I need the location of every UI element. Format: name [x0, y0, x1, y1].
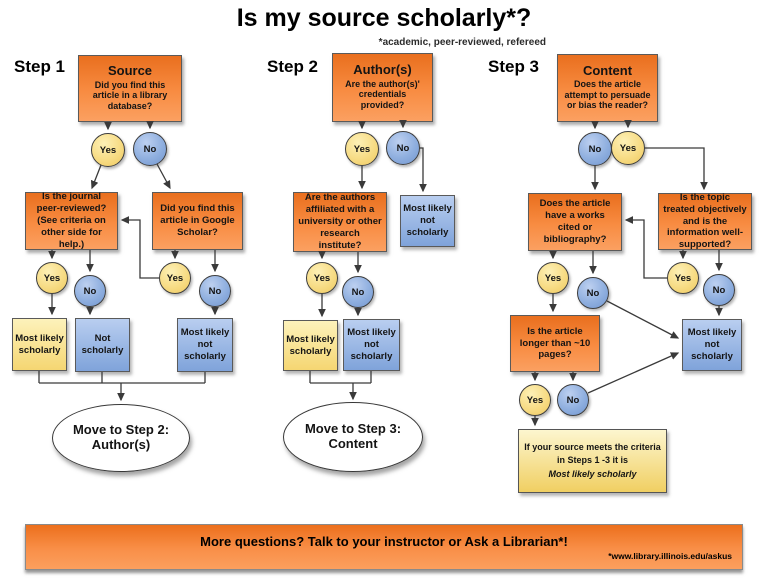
step1-journal-question: Is the journal peer-reviewed? (See crite…: [36, 191, 107, 250]
step3-length-question: Is the article longer than ~10 pages?: [519, 325, 591, 361]
move-line1: Move to Step 3:: [304, 421, 402, 437]
step2-authors-box: Author(s) Are the author(s)' credentials…: [332, 53, 433, 122]
no-label: No: [712, 284, 726, 296]
page-title: Is my source scholarly*?: [236, 4, 532, 32]
step3-objective-box: Is the topic treated objectively and is …: [658, 191, 752, 251]
step2-result-likely-not-scholarly: Most likely not scholarly: [400, 195, 455, 247]
step3-bibliography-question: Does the article have a works cited or b…: [539, 198, 611, 245]
step3-final-note: If your source meets the criteria in Ste…: [518, 429, 667, 493]
step3-bibliography-no-circle: No: [577, 277, 609, 309]
step1-scholar-box: Did you find this article in Google Scho…: [152, 192, 243, 250]
step3-objective-yes-circle: Yes: [667, 262, 699, 294]
step1-yes-circle: Yes: [91, 133, 125, 167]
footer-banner: More questions? Talk to your instructor …: [25, 524, 743, 570]
step1-result-likely-not-scholarly: Most likely not scholarly: [177, 318, 233, 372]
yes-label: Yes: [99, 144, 117, 156]
step2-label: Step 2: [267, 57, 319, 76]
step2-move-ellipse: Move to Step 3: Content: [283, 402, 423, 472]
move-line2: Content: [328, 436, 378, 451]
yes-label: Yes: [166, 272, 184, 284]
no-label: No: [208, 285, 222, 297]
step3-objective-question: Is the topic treated objectively and is …: [663, 191, 747, 251]
step2-result-likely-scholarly: Most likely scholarly: [283, 320, 338, 371]
step1-journal-yes-circle: Yes: [36, 262, 68, 294]
banner-url: *www.library.illinois.edu/askus: [608, 550, 732, 561]
result-label: Most likely not scholarly: [403, 203, 452, 238]
result-label: Most likely not scholarly: [347, 327, 396, 362]
step2-authors-title: Author(s): [353, 62, 412, 78]
step1-journal-no-circle: No: [74, 275, 106, 307]
result-label: Not scholarly: [81, 333, 124, 356]
step2-authors-question: Are the author(s)' credentials provided?: [345, 78, 420, 110]
no-label: No: [351, 286, 365, 298]
move-line2: Author(s): [91, 437, 151, 452]
step3-length-no-circle: No: [557, 384, 589, 416]
step1-scholar-yes-circle: Yes: [159, 262, 191, 294]
step1-source-box: Source Did you find this article in a li…: [78, 55, 182, 122]
no-label: No: [566, 394, 580, 406]
note-line1: If your source meets the criteria: [524, 441, 661, 452]
yes-label: Yes: [674, 272, 692, 284]
banner-text: More questions? Talk to your instructor …: [200, 533, 568, 549]
step3-no-circle: No: [578, 132, 612, 166]
step2-no-circle: No: [386, 131, 420, 165]
step1-result-not-scholarly: Not scholarly: [75, 318, 130, 372]
yes-label: Yes: [353, 143, 371, 155]
no-label: No: [588, 143, 602, 155]
step1-label: Step 1: [14, 57, 66, 76]
step2-affiliation-question: Are the authors affiliated with a univer…: [298, 192, 382, 251]
result-label: Most likely not scholarly: [180, 327, 230, 362]
yes-label: Yes: [619, 142, 637, 154]
step3-bibliography-yes-circle: Yes: [537, 262, 569, 294]
result-label: Most likely scholarly: [15, 332, 64, 356]
page-subtitle: *academic, peer-reviewed, refereed: [378, 37, 546, 48]
no-label: No: [143, 143, 157, 155]
step3-bibliography-box: Does the article have a works cited or b…: [528, 193, 622, 251]
step3-length-box: Is the article longer than ~10 pages?: [510, 315, 600, 372]
step1-scholar-question: Did you find this article in Google Scho…: [160, 203, 235, 238]
step2-result-likely-not-scholarly-2: Most likely not scholarly: [343, 319, 400, 371]
move-line1: Move to Step 2:: [72, 422, 170, 438]
step3-label: Step 3: [488, 57, 540, 76]
step2-affiliation-box: Are the authors affiliated with a univer…: [293, 192, 387, 252]
no-label: No: [586, 287, 600, 299]
step1-source-question: Did you find this article in a library d…: [92, 79, 168, 111]
yes-label: Yes: [313, 272, 331, 284]
note-line2: in Steps 1 -3 it is: [556, 455, 629, 466]
no-label: No: [396, 142, 410, 154]
result-label: Most likely scholarly: [286, 333, 335, 357]
step1-journal-box: Is the journal peer-reviewed? (See crite…: [25, 191, 118, 250]
step2-affiliation-yes-circle: Yes: [306, 262, 338, 294]
step3-content-question: Does the article attempt to persuade or …: [564, 79, 651, 111]
note-line3: Most likely scholarly: [548, 468, 637, 479]
step1-source-title: Source: [107, 63, 153, 79]
step3-result-likely-not-scholarly: Most likely not scholarly: [682, 319, 742, 371]
step1-move-ellipse: Move to Step 2: Author(s): [52, 404, 190, 472]
step1-scholar-no-circle: No: [199, 275, 231, 307]
step3-yes-circle: Yes: [611, 131, 645, 165]
no-label: No: [83, 285, 97, 297]
step2-affiliation-no-circle: No: [342, 276, 374, 308]
yes-label: Yes: [43, 272, 61, 284]
step3-objective-no-circle: No: [703, 274, 735, 306]
step3-content-box: Content Does the article attempt to pers…: [557, 54, 658, 122]
yes-label: Yes: [526, 394, 544, 406]
yes-label: Yes: [544, 272, 562, 284]
step1-no-circle: No: [133, 132, 167, 166]
step1-result-likely-scholarly: Most likely scholarly: [12, 318, 67, 371]
step2-yes-circle: Yes: [345, 132, 379, 166]
step3-content-title: Content: [582, 62, 633, 78]
step3-length-yes-circle: Yes: [519, 384, 551, 416]
result-label: Most likely not scholarly: [687, 327, 737, 362]
